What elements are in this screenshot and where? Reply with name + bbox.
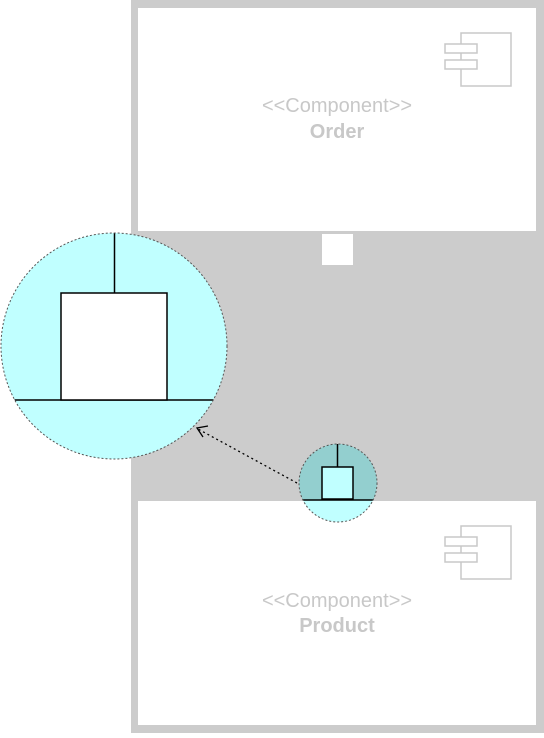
component-icon [444,525,512,580]
provided-port-small[interactable] [321,466,354,500]
product-component-name: Product [299,615,375,637]
order-component[interactable] [138,8,536,231]
large-zoom-circle [0,232,228,460]
component-icon [444,32,512,87]
order-component-name: Order [309,121,365,143]
required-port[interactable] [322,234,353,265]
order-stereotype: <<Component>> [261,95,413,117]
zoom-arrow [195,425,298,484]
product-stereotype: <<Component>> [261,590,413,612]
small-zoom-circle [298,443,378,523]
product-component[interactable] [138,501,536,725]
provided-port-magnified [60,292,168,401]
